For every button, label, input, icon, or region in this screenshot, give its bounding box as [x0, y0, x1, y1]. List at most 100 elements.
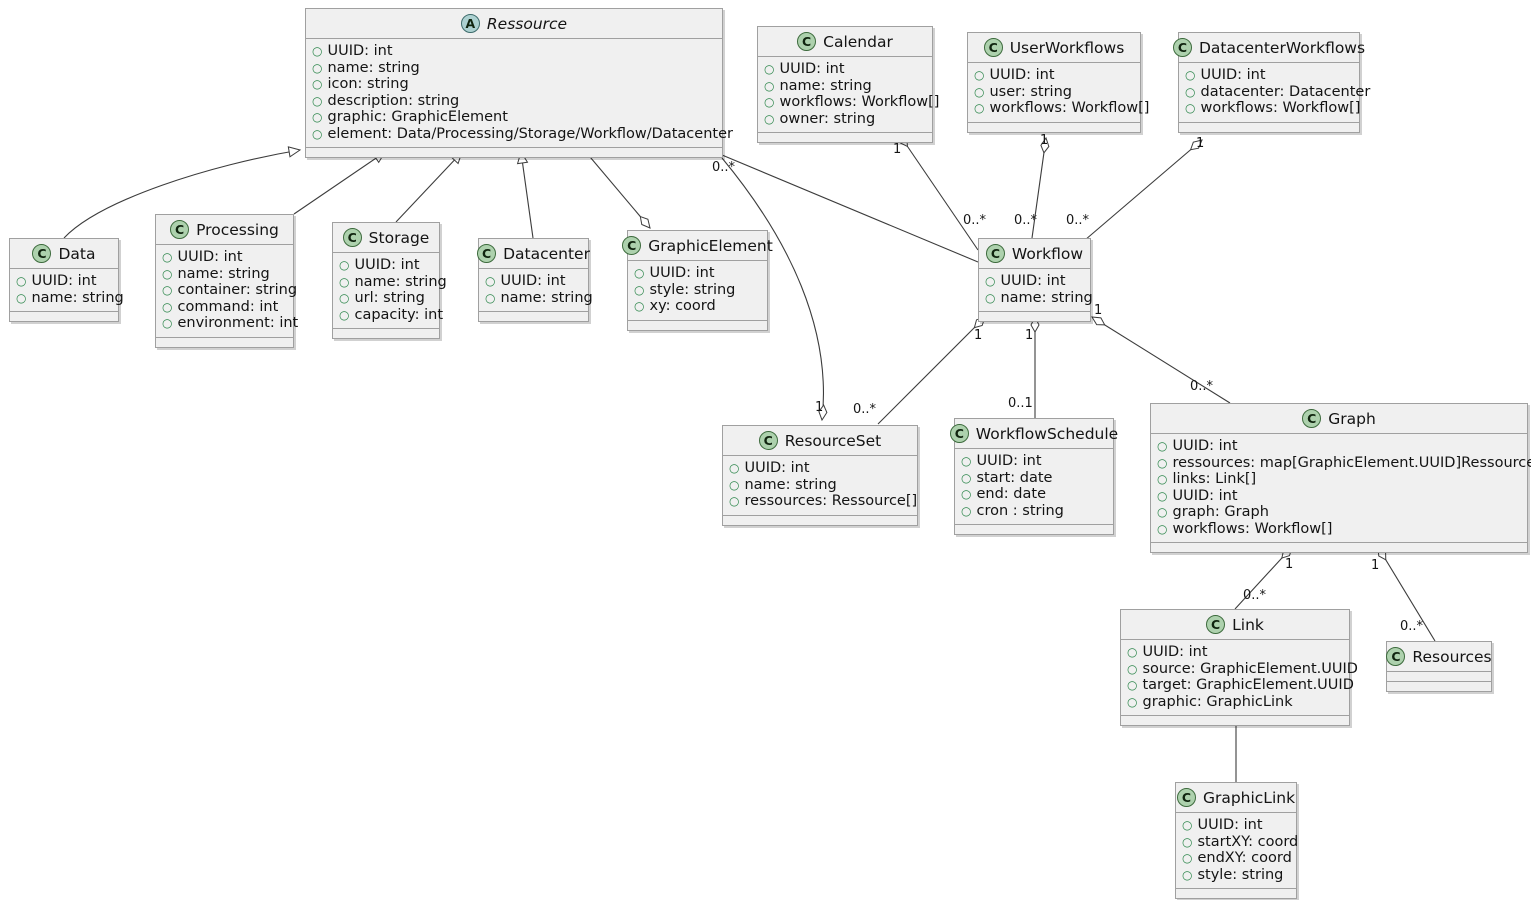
class-attribute: ○style: string	[1182, 867, 1290, 884]
class-attribute: ○cron : string	[961, 503, 1107, 520]
class-icon: C	[622, 236, 642, 255]
class-attribute: ○environment: int	[162, 315, 298, 332]
attribute-text: xy: coord	[649, 298, 716, 314]
attribute-text: graph: Graph	[1172, 504, 1269, 520]
attributes-compartment-calendar: ○UUID: int○name: string○workflows: Workf…	[758, 57, 939, 133]
class-attribute: ○ user: string	[974, 84, 1134, 101]
multiplicity-label: 0..*	[1243, 588, 1267, 603]
multiplicity-label: 0..*	[963, 213, 987, 228]
class-attribute: ○links: Link[]	[1157, 471, 1521, 488]
attribute-text: UUID: int	[1197, 817, 1263, 833]
class-attribute: ○UUID: int	[16, 273, 112, 290]
class-icon: C	[949, 424, 969, 443]
multiplicity-label: 1	[1040, 133, 1049, 148]
class-attribute: ○description: string	[312, 93, 716, 110]
multiplicity-label: 1	[1196, 136, 1205, 151]
class-attribute: ○workflows: Workflow[]	[974, 100, 1149, 117]
multiplicity-label: 1	[893, 142, 902, 157]
methods-compartment-workflowschedule	[955, 525, 1113, 534]
visibility-public-icon: ○	[974, 68, 985, 82]
visibility-public-icon: ○	[1182, 851, 1193, 865]
edge-workflow-resourceset	[877, 316, 986, 425]
visibility-public-icon: ○	[1182, 834, 1193, 849]
visibility-public-icon: ○	[339, 274, 350, 289]
attributes-compartment-workflowschedule: ○UUID: int○start: date○end: date○cron : …	[955, 449, 1113, 525]
methods-compartment-processing	[156, 337, 293, 347]
attribute-text: UUID: int	[976, 453, 1042, 469]
visibility-public-icon: ○	[974, 84, 985, 99]
class-header-graphicelement: C GraphicElement	[622, 231, 773, 261]
multiplicity-label: 0..*	[1066, 213, 1090, 228]
visibility-public-icon: ○	[16, 290, 27, 305]
visibility-public-icon: ○	[162, 316, 173, 330]
visibility-public-icon: ○	[312, 44, 323, 58]
visibility-public-icon: ○	[162, 283, 173, 297]
class-attribute: ○ name: string	[339, 274, 447, 291]
visibility-public-icon: ○	[961, 503, 972, 518]
class-attribute: ○UUID: int	[985, 273, 1084, 290]
class-attribute: ○url: string	[339, 290, 433, 307]
visibility-public-icon: ○	[1127, 694, 1138, 709]
visibility-public-icon: ○	[162, 250, 173, 264]
attribute-text: name: string	[354, 273, 447, 290]
visibility-public-icon: ○	[1157, 455, 1168, 470]
class-attribute: ○source: GraphicElement.UUID	[1127, 661, 1358, 678]
edge-storage-ressource	[395, 151, 463, 223]
attribute-text: UUID: int	[779, 61, 845, 77]
class-name-label: Processing	[196, 220, 279, 239]
visibility-public-icon: ○	[162, 299, 173, 314]
class-name-label: GraphicElement	[648, 236, 773, 255]
multiplicity-label: 1	[1371, 558, 1380, 573]
attribute-text: name: string	[744, 476, 837, 493]
attribute-text: UUID: int	[327, 43, 393, 59]
visibility-public-icon: ○	[1127, 661, 1138, 676]
multiplicity-label: 1	[1285, 557, 1294, 572]
edge-dcworkflows-workflow	[1084, 139, 1203, 241]
class-attribute: ○UUID: int	[1182, 817, 1290, 834]
attribute-text: workflows: Workflow[]	[1200, 100, 1361, 116]
class-attribute: ○ UUID: int	[312, 43, 716, 60]
attribute-text: name: string	[779, 77, 872, 94]
class-attribute: ○style: string	[634, 282, 761, 299]
attribute-text: user: string	[989, 83, 1072, 100]
class-attribute: ○capacity: int	[339, 307, 443, 324]
attributes-compartment-datacenterworkflows: ○UUID: int○datacenter: Datacenter○workfl…	[1179, 63, 1370, 123]
attribute-text: ressources: Ressource[]	[744, 493, 918, 509]
attribute-text: workflows: Workflow[]	[779, 94, 940, 110]
visibility-public-icon: ○	[162, 266, 173, 281]
class-attribute: ○name: string	[729, 477, 911, 494]
class-attribute: ○graph: Graph	[1157, 504, 1521, 521]
class-attribute: ○owner: string	[764, 111, 926, 128]
class-name-label: Storage	[368, 228, 430, 247]
class-attribute: ○UUID: int	[1157, 438, 1521, 455]
visibility-public-icon: ○	[312, 77, 323, 91]
attribute-text: graphic: GraphicElement	[327, 109, 508, 125]
class-name-label: Link	[1232, 615, 1264, 634]
class-attribute: ○UUID: int	[1185, 67, 1353, 84]
visibility-public-icon: ○	[985, 290, 996, 305]
class-attribute: ○workflows: Workflow[]	[1185, 100, 1360, 117]
